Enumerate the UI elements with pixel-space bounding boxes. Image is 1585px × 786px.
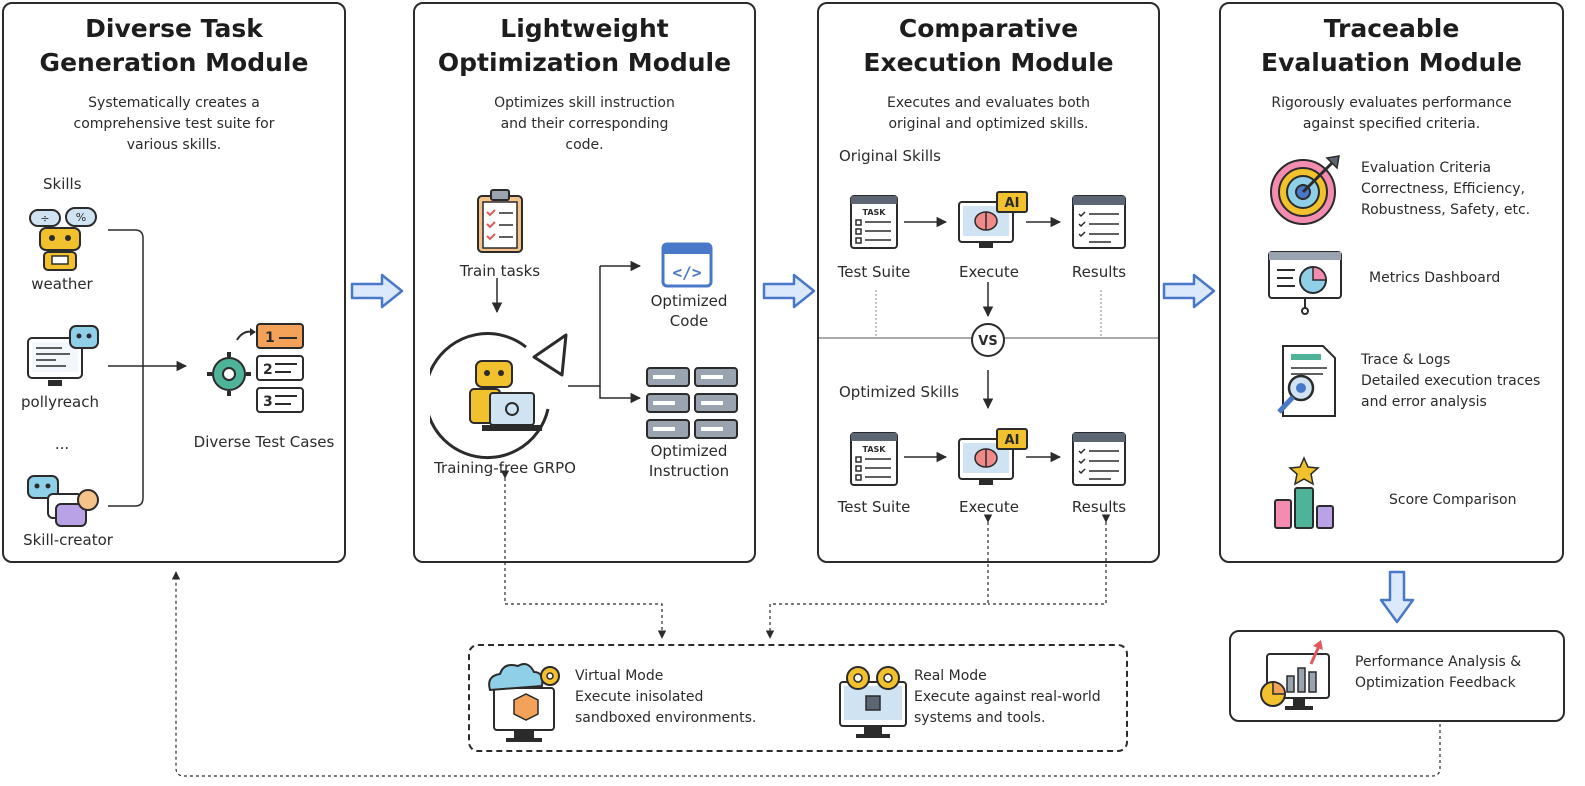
results-list-icon [1072, 432, 1126, 486]
task-badge: TASK [863, 445, 887, 454]
metrics-dashboard-label: Metrics Dashboard [1369, 270, 1501, 286]
svg-text:÷: ÷ [40, 212, 49, 225]
results-list-icon [1072, 195, 1126, 249]
svg-text:</>: </> [673, 263, 702, 282]
weather-robot-icon: ÷ % [29, 207, 97, 271]
task-generation-module-panel: Diverse Task Generation Module Systemati… [2, 2, 346, 563]
skill-weather-label: weather [31, 275, 93, 293]
flow-arrow-2 [762, 273, 816, 309]
skills-ellipsis: ... [54, 435, 70, 453]
ai-execute-monitor-icon: AI [958, 191, 1028, 248]
results-label: Results [1071, 263, 1127, 281]
case-number-2: 2 [263, 362, 273, 378]
skill-pollyreach-label: pollyreach [21, 393, 99, 411]
vs-label: VS [978, 334, 997, 349]
trace-logs-icon [1277, 345, 1336, 417]
skill-creator-chat-icon [27, 475, 99, 527]
execute-label: Execute [959, 498, 1019, 516]
execute-modes-link [765, 514, 993, 639]
training-loop-robot-icon [430, 332, 568, 460]
optimized-skills-label: Optimized Skills [839, 383, 960, 401]
ai-badge: AI [1005, 433, 1020, 448]
skills-label: Skills [43, 175, 82, 193]
results-label: Results [1071, 498, 1127, 516]
case-number-3: 3 [263, 394, 273, 410]
code-window-icon: </> [661, 242, 713, 288]
clipboard-icon [477, 189, 523, 253]
test-suite-label: Test Suite [837, 263, 911, 281]
diverse-test-cases-label: Diverse Test Cases [193, 433, 335, 451]
pollyreach-computer-icon [27, 325, 99, 386]
test-suite-label: Test Suite [837, 498, 911, 516]
ai-execute-monitor-icon: AI [958, 428, 1028, 485]
svg-text:%: % [76, 211, 86, 224]
analytics-monitor-icon [1260, 640, 1330, 710]
vs-circle [971, 323, 1005, 357]
flow-arrow-down [1379, 570, 1415, 624]
feedback-loop-line [171, 571, 1441, 777]
target-icon [1270, 155, 1340, 225]
test-suite-icon: TASK [850, 195, 898, 249]
real-mode-gears-icon [839, 666, 907, 738]
skill-creator-label: Skill-creator [23, 531, 113, 549]
task-badge: TASK [863, 208, 887, 217]
train-tasks-label: Train tasks [459, 262, 541, 280]
test-suite-icon: TASK [850, 432, 898, 486]
instruction-server-icon [646, 367, 738, 439]
flow-arrow-3 [1162, 273, 1216, 309]
performance-feedback-box: Performance Analysis &Optimization Feedb… [1229, 630, 1565, 722]
to-optimized-instruction-arrow [599, 386, 642, 404]
diverse-test-cases-icon: 1 2 3 [207, 323, 304, 413]
grpo-modes-link [500, 470, 667, 639]
case-number-1: 1 [265, 330, 275, 346]
cloud-sandbox-icon [488, 663, 560, 742]
panel-title: Diverse Task Generation Module [39, 14, 309, 77]
score-comparison-label: Score Comparison [1389, 492, 1517, 508]
grpo-split-line [568, 266, 601, 387]
skills-bracket [108, 229, 144, 507]
flow-arrow-1 [350, 273, 404, 309]
results-modes-link [988, 514, 1111, 605]
execute-label: Execute [959, 263, 1019, 281]
performance-feedback-text: Performance Analysis &Optimization Feedb… [1355, 654, 1522, 691]
metrics-dashboard-icon [1268, 251, 1342, 315]
score-comparison-icon [1274, 456, 1334, 529]
original-skills-label: Original Skills [839, 147, 941, 165]
ai-badge: AI [1005, 196, 1020, 211]
